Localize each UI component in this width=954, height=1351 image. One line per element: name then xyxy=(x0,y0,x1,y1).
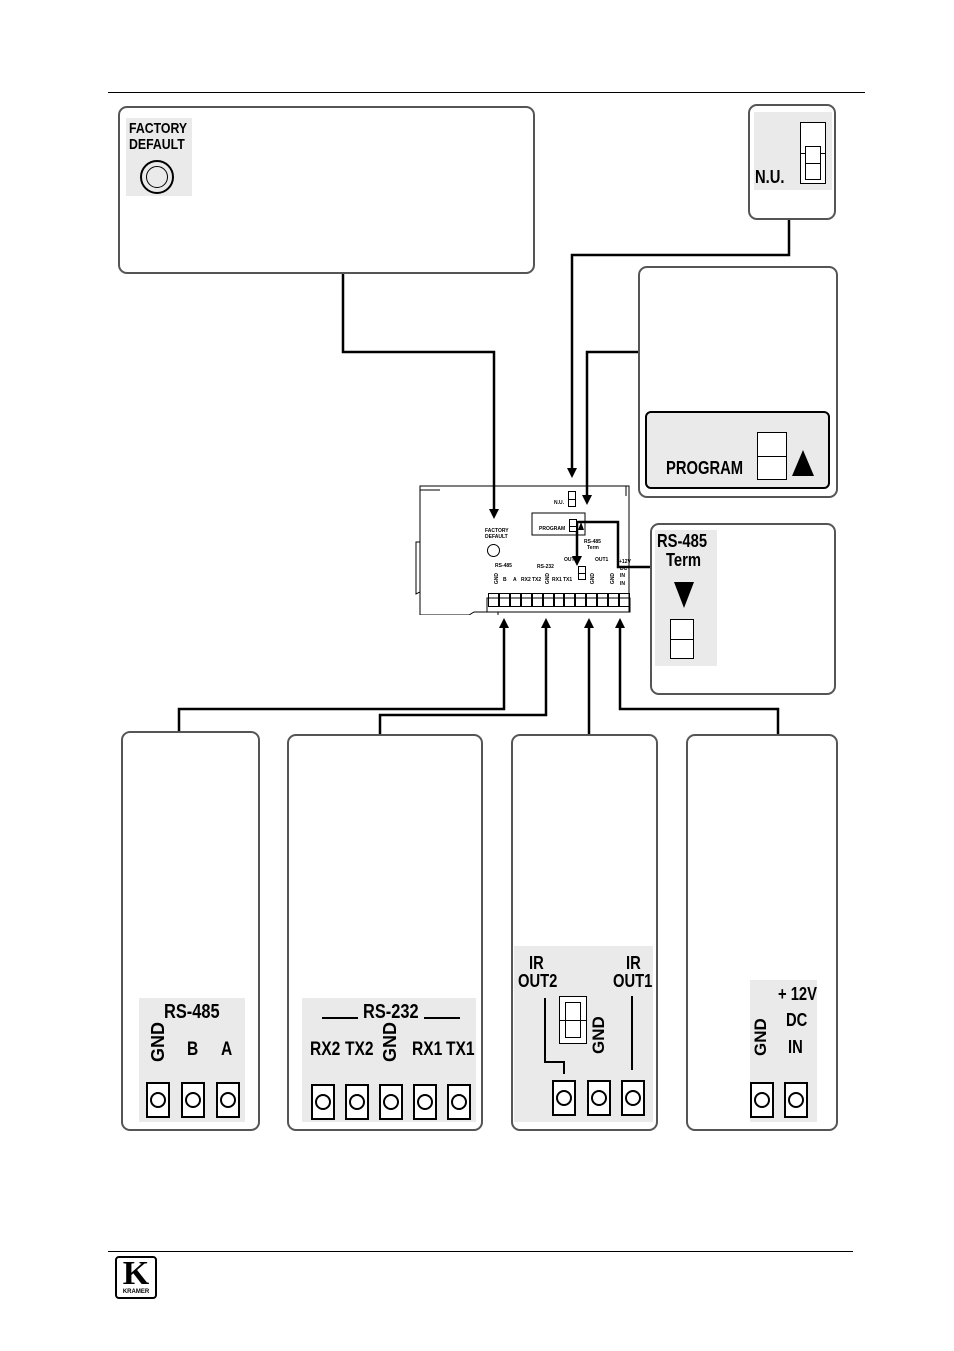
terminal-screw-icon xyxy=(587,1080,611,1116)
power-12v-label: + 12V xyxy=(778,985,817,1003)
power-dc-label: DC xyxy=(786,1011,807,1029)
kramer-logo: K KRAMER xyxy=(115,1256,157,1299)
terminal-screw-icon xyxy=(621,1080,645,1116)
terminal-screw-icon xyxy=(552,1080,576,1116)
power-in-label: IN xyxy=(788,1038,803,1056)
kramer-logo-letter: K xyxy=(121,1257,151,1291)
terminal-screw-icon xyxy=(750,1082,774,1118)
power-pin-gnd: GND xyxy=(752,1018,769,1056)
terminal-screw-icon xyxy=(784,1082,808,1118)
kramer-logo-brand: KRAMER xyxy=(120,1289,152,1295)
